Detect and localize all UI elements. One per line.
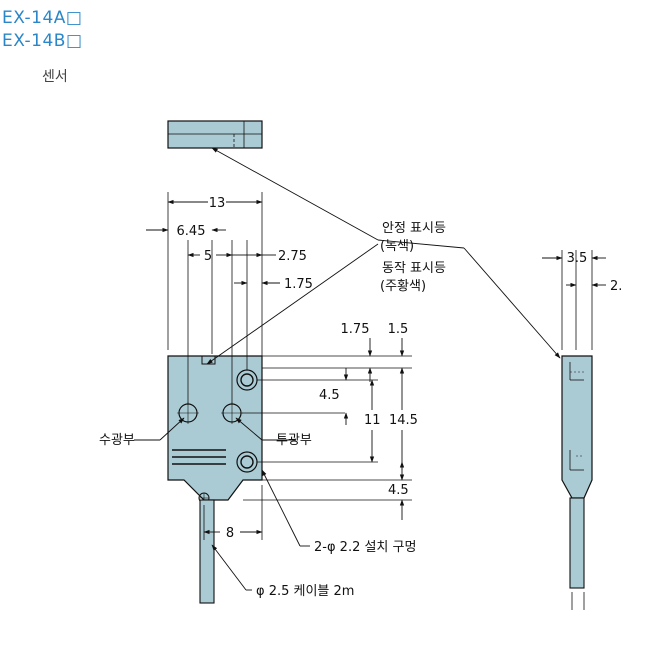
leader-lines	[134, 147, 561, 591]
dim-6-45: 6.45	[177, 224, 206, 239]
cable-label: φ 2.5 케이블 2m	[256, 584, 354, 599]
labels: 안정 표시등 (녹색) 동작 표시등 (주황색) 수광부 투광부 2-φ 2.2…	[99, 221, 446, 599]
dim-5: 5	[204, 249, 212, 264]
top-view	[167, 120, 263, 149]
stable-indicator-label: 안정 표시등	[382, 221, 446, 236]
mount-hole-top	[236, 369, 258, 391]
extension-lines	[167, 192, 412, 540]
model-b-title: EX-14B□	[2, 31, 83, 51]
dim-side-3-5: 3.5	[567, 251, 588, 266]
emitter-label: 투광부	[276, 433, 312, 448]
dim-13: 13	[209, 196, 226, 211]
dim-2-75: 2.75	[278, 249, 307, 264]
receiver-label: 수광부	[99, 433, 135, 448]
side-extension-lines	[561, 250, 593, 610]
dim-14-5: 14.5	[389, 413, 418, 428]
side-view	[561, 355, 593, 589]
operation-indicator-label: 동작 표시등	[382, 261, 446, 276]
cable	[199, 499, 215, 604]
dim-1-75-top: 1.75	[284, 277, 313, 292]
dim-4-5-upper: 4.5	[319, 388, 340, 403]
subtitle: 센서	[42, 69, 68, 85]
operation-indicator-color: (주황색)	[380, 279, 426, 294]
dim-11: 11	[364, 413, 381, 428]
dimension-values: 13 6.45 5 2.75 1.75 1.75 1.5 4.5 11 14.5…	[177, 196, 418, 541]
model-a-title: EX-14A□	[2, 8, 83, 28]
dim-4-5-lower: 4.5	[388, 483, 409, 498]
dim-1-5: 1.5	[388, 322, 409, 337]
mount-holes-label: 2-φ 2.2 설치 구멍	[314, 540, 416, 555]
side-dimension-lines	[542, 255, 606, 288]
front-view	[167, 355, 263, 604]
dim-8: 8	[226, 526, 234, 541]
side-dimension-values: 3.5 2.	[567, 251, 623, 294]
dim-side-2: 2.	[610, 279, 622, 294]
dim-1-75: 1.75	[341, 322, 370, 337]
dimension-lines	[146, 199, 405, 535]
stable-indicator-color: (녹색)	[380, 239, 414, 254]
mount-hole-bottom	[236, 451, 258, 473]
